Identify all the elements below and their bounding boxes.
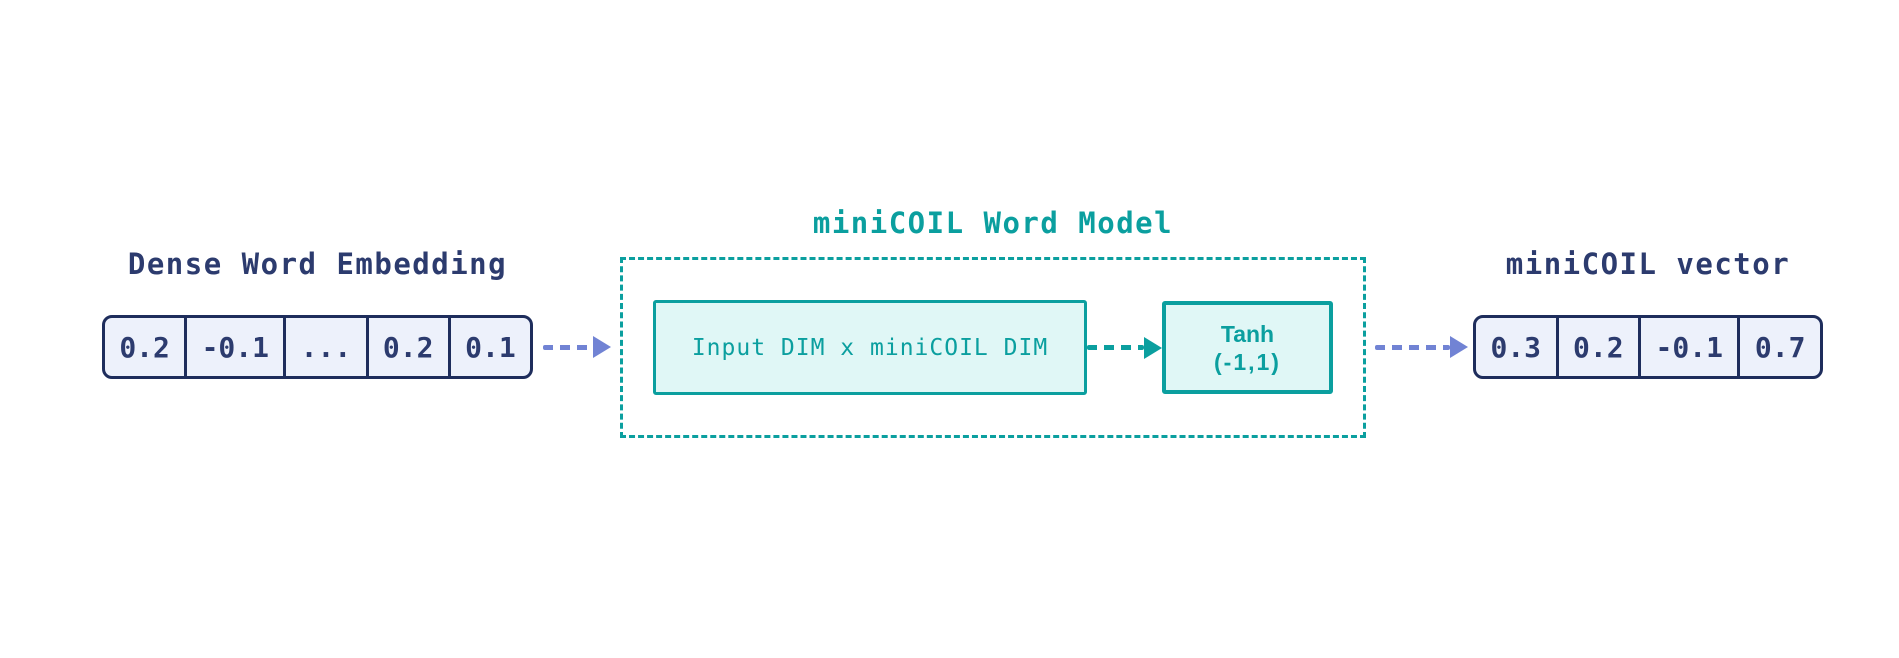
dense-embedding-title: Dense Word Embedding xyxy=(127,247,508,281)
arrow-head xyxy=(1450,336,1468,358)
vector-cell-ellipsis: ... xyxy=(283,318,365,376)
matrix-box: Input DIM x miniCOIL DIM xyxy=(653,300,1087,395)
vector-cell: -0.1 xyxy=(1638,318,1737,376)
arrow-head xyxy=(1144,336,1162,359)
arrow-dashed-line xyxy=(1375,344,1450,350)
arrow-right-icon xyxy=(1375,336,1468,358)
model-title: miniCOIL Word Model xyxy=(812,206,1174,240)
matrix-label: Input DIM x miniCOIL DIM xyxy=(691,334,1049,361)
vector-cell: 0.1 xyxy=(447,318,530,376)
output-vector-title: miniCOIL vector xyxy=(1505,247,1791,281)
vector-cell: 0.2 xyxy=(1555,318,1639,376)
vector-cell: 0.2 xyxy=(119,330,170,364)
vector-cell: -0.1 xyxy=(184,318,283,376)
arrow-dashed-line xyxy=(543,344,593,350)
dense-embedding-vector: 0.2 -0.1 ... 0.2 0.1 xyxy=(102,315,533,379)
arrow-head xyxy=(593,336,611,358)
tanh-box: Tanh (-1,1) xyxy=(1162,301,1333,394)
vector-cell: 0.3 xyxy=(1490,330,1542,364)
activation-name: Tanh xyxy=(1220,320,1275,347)
vector-cell: 0.7 xyxy=(1737,318,1820,376)
arrow-dashed-line xyxy=(1087,345,1144,350)
activation-range: (-1,1) xyxy=(1214,348,1281,375)
output-vector-group: miniCOIL vector 0.3 0.2 -0.1 0.7 xyxy=(1473,246,1823,379)
output-vector: 0.3 0.2 -0.1 0.7 xyxy=(1473,315,1823,379)
arrow-right-icon xyxy=(543,336,611,358)
model-container: Input DIM x miniCOIL DIM Tanh (-1,1) xyxy=(620,257,1366,438)
dense-embedding-group: Dense Word Embedding 0.2 -0.1 ... 0.2 0.… xyxy=(102,246,533,379)
arrow-right-icon xyxy=(1087,336,1162,359)
vector-cell: 0.2 xyxy=(365,318,448,376)
